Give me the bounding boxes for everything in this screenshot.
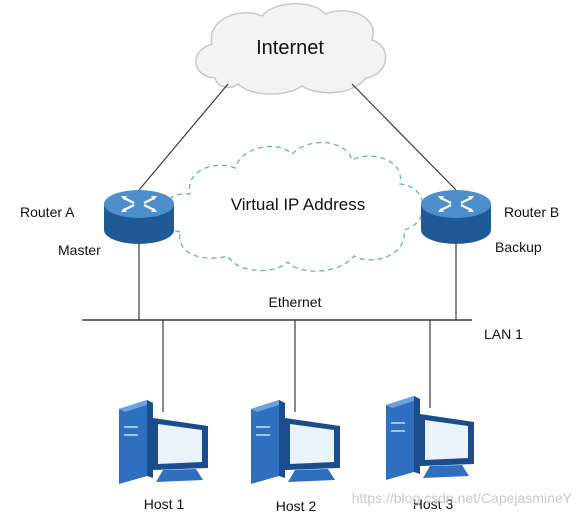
router-a-role: Master [58,242,101,258]
virtual-ip-cloud: Virtual IP Address [161,141,424,272]
router-b-arrows-icon [438,196,474,212]
uplink-router-b [351,83,457,191]
router-a [104,190,174,244]
host-1-label: Host 1 [144,496,185,512]
router-a-top [104,190,174,218]
router-a-arrows-icon [121,196,157,212]
internet-cloud: Internet [195,3,387,95]
internet-cloud-shape [195,3,387,95]
host-3-label: Host 3 [413,496,454,512]
host-2: Host 2 [251,400,340,514]
lan-label: LAN 1 [484,326,523,342]
host-1: Host 1 [119,400,208,512]
host-3: Host 3 [386,396,474,512]
ethernet-label: Ethernet [269,294,322,310]
router-b-role: Backup [495,239,542,255]
host-2-label: Host 2 [276,498,317,514]
watermark-text: https://blog.csdn.net/CapejasmineY [352,490,573,506]
virtual-ip-cloud-shape [161,141,424,272]
router-a-name: Router A [20,204,75,220]
virtual-ip-label: Virtual IP Address [231,195,366,214]
host-3-computer-icon [386,396,474,480]
router-b [421,190,491,244]
router-b-name: Router B [504,204,559,220]
uplink-router-a [138,83,229,191]
host-2-computer-icon [251,400,340,484]
internet-label: Internet [256,37,324,59]
host-1-computer-icon [119,400,208,484]
router-b-top [421,190,491,218]
